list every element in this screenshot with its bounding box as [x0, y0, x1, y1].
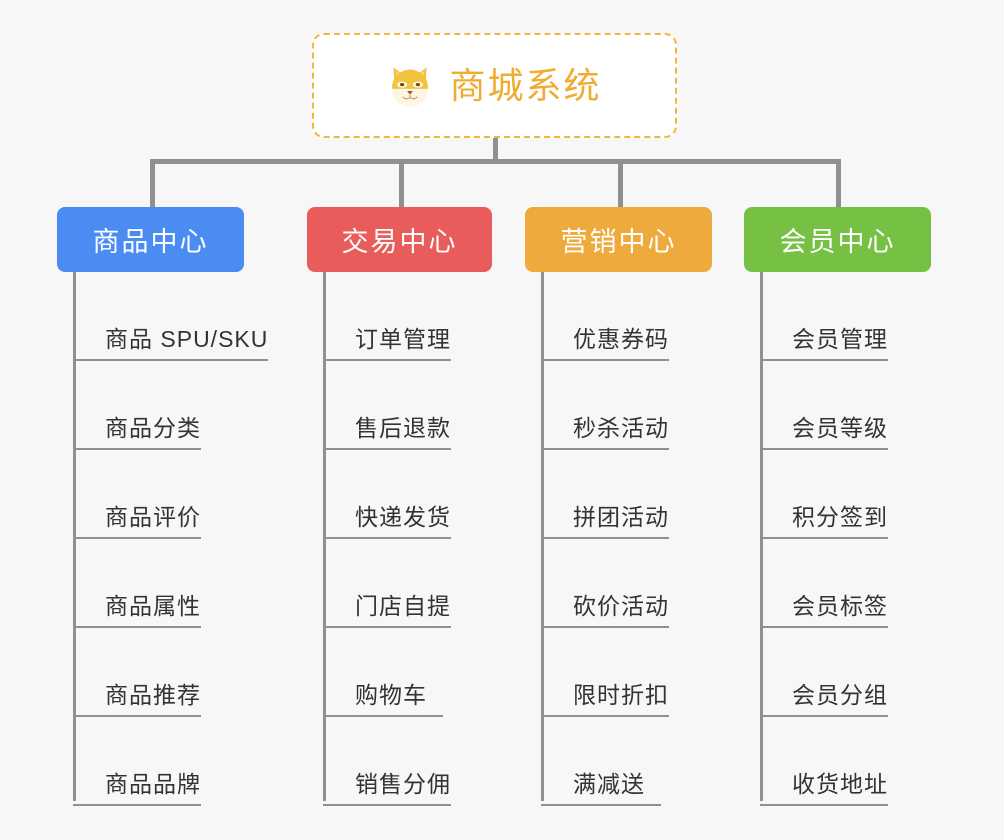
leaf-label: 秒杀活动 — [573, 415, 669, 442]
category-label-member: 会员中心 — [779, 227, 896, 257]
leaf-item[interactable]: 限时折扣 — [541, 628, 669, 717]
leaf-label: 商品推荐 — [105, 682, 201, 709]
leaf-label: 会员分组 — [792, 682, 888, 709]
shiba-dog-icon — [387, 63, 433, 109]
leaf-item[interactable]: 满减送 — [541, 717, 661, 806]
leaf-item[interactable]: 订单管理 — [323, 272, 451, 361]
root-node[interactable]: 商城系统 — [312, 33, 677, 138]
branch-spine-product — [73, 272, 76, 801]
leaf-item[interactable]: 门店自提 — [323, 539, 451, 628]
leaf-label: 会员标签 — [792, 593, 888, 620]
category-label-product: 商品中心 — [92, 227, 209, 257]
leaf-item[interactable]: 积分签到 — [760, 450, 888, 539]
leaf-item[interactable]: 商品 SPU/SKU — [73, 272, 269, 361]
category-box-trade[interactable]: 交易中心 — [307, 207, 492, 272]
root-stem-connector — [493, 138, 498, 163]
leaf-label: 订单管理 — [355, 326, 451, 353]
leaf-label: 积分签到 — [792, 504, 888, 531]
leaf-label: 会员等级 — [792, 415, 888, 442]
leaf-item[interactable]: 售后退款 — [323, 361, 451, 450]
leaf-label: 限时折扣 — [573, 682, 669, 709]
drop-connector-4 — [836, 159, 841, 208]
leaf-item[interactable]: 商品品牌 — [73, 717, 201, 806]
category-label-marketing: 营销中心 — [560, 227, 677, 257]
leaf-label: 商品品牌 — [105, 771, 201, 798]
leaf-label: 门店自提 — [355, 593, 451, 620]
leaf-label: 拼团活动 — [573, 504, 669, 531]
drop-connector-2 — [399, 159, 404, 208]
leaf-item[interactable]: 拼团活动 — [541, 450, 669, 539]
category-box-marketing[interactable]: 营销中心 — [525, 207, 712, 272]
leaf-item[interactable]: 砍价活动 — [541, 539, 669, 628]
leaf-label: 商品属性 — [105, 593, 201, 620]
leaf-item[interactable]: 会员管理 — [760, 272, 888, 361]
leaf-label: 商品分类 — [105, 415, 201, 442]
leaf-label: 商品评价 — [105, 504, 201, 531]
leaf-item[interactable]: 商品属性 — [73, 539, 201, 628]
branch-spine-marketing — [541, 272, 544, 801]
leaf-item[interactable]: 会员分组 — [760, 628, 888, 717]
branch-product: 商品 SPU/SKU 商品分类 商品评价 商品属性 商品推荐 商品品牌 — [73, 272, 269, 806]
leaf-item[interactable]: 购物车 — [323, 628, 443, 717]
leaf-item[interactable]: 会员等级 — [760, 361, 888, 450]
leaf-label: 售后退款 — [355, 415, 451, 442]
leaf-item[interactable]: 秒杀活动 — [541, 361, 669, 450]
branch-member: 会员管理 会员等级 积分签到 会员标签 会员分组 收货地址 — [760, 272, 888, 806]
leaf-item[interactable]: 商品推荐 — [73, 628, 201, 717]
leaf-item[interactable]: 会员标签 — [760, 539, 888, 628]
branch-marketing: 优惠券码 秒杀活动 拼团活动 砍价活动 限时折扣 满减送 — [541, 272, 669, 806]
leaf-item[interactable]: 优惠券码 — [541, 272, 669, 361]
leaf-item[interactable]: 收货地址 — [760, 717, 888, 806]
leaf-label: 砍价活动 — [573, 593, 669, 620]
category-box-member[interactable]: 会员中心 — [744, 207, 931, 272]
leaf-label: 会员管理 — [792, 326, 888, 353]
horizontal-bus-connector — [150, 159, 841, 164]
leaf-label: 优惠券码 — [573, 326, 669, 353]
leaf-label: 收货地址 — [792, 771, 888, 798]
category-box-product[interactable]: 商品中心 — [57, 207, 244, 272]
leaf-label: 满减送 — [573, 771, 645, 798]
drop-connector-1 — [150, 159, 155, 208]
branch-trade: 订单管理 售后退款 快递发货 门店自提 购物车 销售分佣 — [323, 272, 451, 806]
branch-spine-member — [760, 272, 763, 801]
leaf-label: 购物车 — [355, 682, 427, 709]
root-title: 商城系统 — [449, 64, 602, 106]
leaf-label: 商品 SPU/SKU — [105, 326, 269, 353]
leaf-item[interactable]: 商品分类 — [73, 361, 201, 450]
leaf-item[interactable]: 快递发货 — [323, 450, 451, 539]
category-label-trade: 交易中心 — [341, 227, 458, 257]
leaf-label: 快递发货 — [355, 504, 451, 531]
leaf-label: 销售分佣 — [355, 771, 451, 798]
leaf-item[interactable]: 销售分佣 — [323, 717, 451, 806]
drop-connector-3 — [618, 159, 623, 208]
leaf-item[interactable]: 商品评价 — [73, 450, 201, 539]
branch-spine-trade — [323, 272, 326, 801]
